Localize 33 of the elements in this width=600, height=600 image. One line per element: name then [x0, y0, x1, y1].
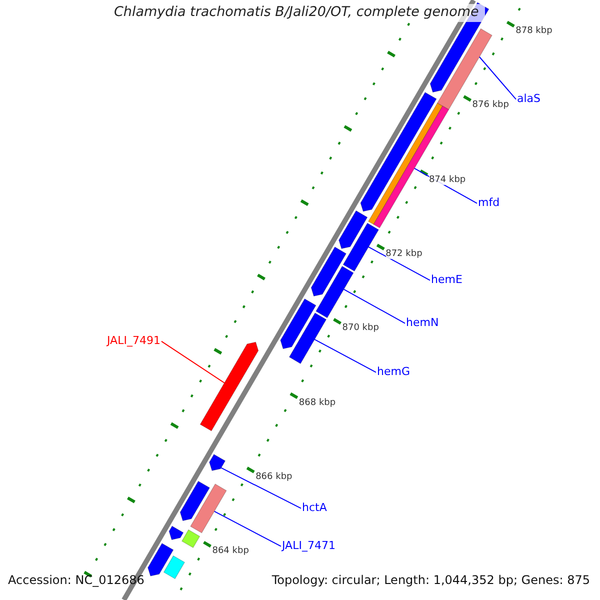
- leader-line: [314, 338, 376, 373]
- gene-label: mfd: [478, 197, 500, 210]
- gene-bar: [373, 106, 450, 228]
- accession-text: Accession: NC_012686: [8, 574, 144, 588]
- gene-label: hemN: [406, 317, 439, 330]
- tick-label: 868 kbp: [298, 398, 336, 408]
- leader-line: [478, 56, 516, 100]
- gene-label: hctA: [302, 502, 327, 515]
- gene-bar: [316, 266, 354, 318]
- leader-line: [214, 510, 282, 547]
- gene-bar: [288, 312, 327, 364]
- gene-label: hemG: [377, 366, 410, 379]
- tick-label: 876 kbp: [472, 100, 509, 111]
- leader-line: [343, 288, 406, 324]
- gene-bar: [200, 342, 259, 432]
- gene-bar: [342, 222, 379, 272]
- genome-info-text: Topology: circular; Length: 1,044,352 bp; Genes: 875: [272, 574, 590, 588]
- tick-label: 874 kbp: [428, 174, 466, 186]
- gene-label: alaS: [517, 93, 541, 106]
- gene-bar: [209, 454, 226, 471]
- tick-label: 864 kbp: [212, 546, 249, 557]
- gene-bar: [190, 484, 227, 534]
- tick-label: 870 kbp: [342, 323, 379, 334]
- gene-label: JALI_7471: [282, 540, 336, 553]
- gene-label: hemE: [431, 274, 462, 287]
- tick-label: 878 kbp: [516, 26, 552, 36]
- gene-label: JALI_7491: [107, 335, 160, 348]
- leader-line: [160, 340, 225, 384]
- leader-line: [368, 246, 430, 281]
- leader-line: [220, 467, 302, 509]
- tick-label: 866 kbp: [256, 472, 292, 482]
- gene-bar: [436, 28, 492, 110]
- tick-label: 872 kbp: [386, 249, 422, 260]
